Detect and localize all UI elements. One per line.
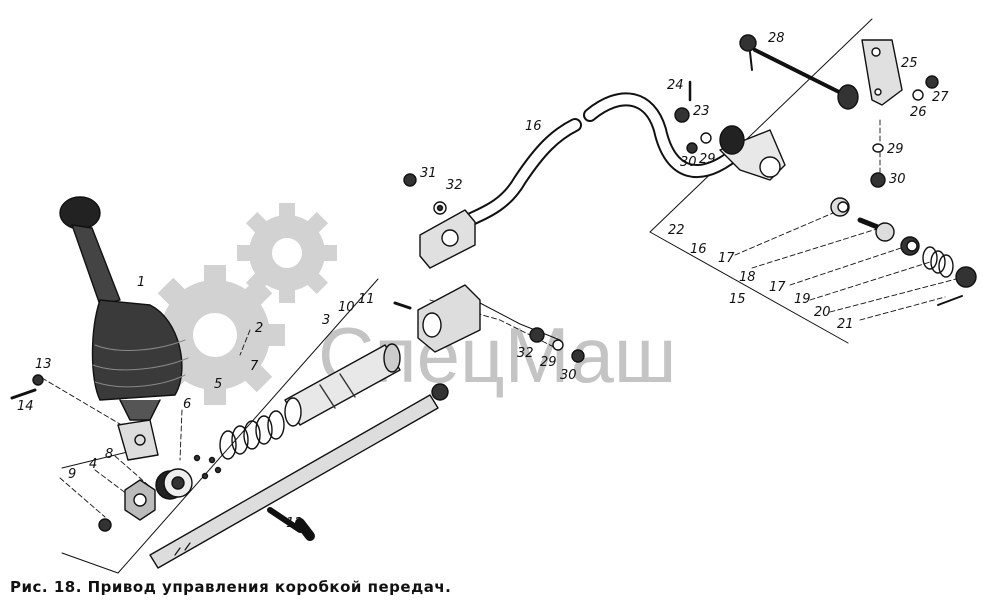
part-label: 30 (889, 172, 906, 187)
rod-4 (149, 383, 449, 569)
bracket-25 (861, 39, 939, 106)
part-label: 20 (814, 305, 831, 320)
part-label: 32 (517, 346, 534, 361)
fasteners-lower (529, 327, 585, 363)
part-label: 5 (214, 377, 222, 392)
gear-lever-boot (59, 196, 189, 461)
part-label: 11 (358, 292, 375, 307)
balls-5 (193, 454, 222, 480)
part-label: 28 (768, 31, 785, 46)
clamp-8 (124, 479, 156, 521)
rod-16 (419, 92, 747, 269)
fasteners-29-30-right (870, 143, 886, 188)
part-label: 3 (322, 313, 330, 328)
part-label: 21 (837, 317, 854, 332)
part-label: 12 (286, 516, 303, 531)
part-label: 15 (729, 292, 746, 307)
bolt-12 (267, 507, 315, 541)
fasteners-23-24 (674, 80, 712, 154)
lever-22 (719, 125, 786, 181)
part-label: 6 (183, 397, 191, 412)
part-label: 2 (255, 321, 263, 336)
tube-3 (284, 343, 401, 427)
part-label: 18 (739, 270, 756, 285)
support-10 (393, 284, 481, 353)
part-label: 30 (560, 368, 577, 383)
part-label: 14 (17, 399, 34, 414)
part-label: 24 (667, 78, 684, 93)
part-label: 17 (769, 280, 786, 295)
part-label: 29 (887, 142, 904, 157)
part-label: 10 (338, 300, 355, 315)
part-label: 30 (680, 155, 697, 170)
figure-caption: Рис. 18. Привод управления коробкой пере… (10, 578, 452, 596)
part-label: 19 (794, 292, 811, 307)
part-label: 8 (105, 447, 113, 462)
leader-lines (41, 119, 961, 518)
part-label: 1 (137, 275, 145, 290)
part-label: 22 (668, 223, 685, 238)
part-label: 26 (910, 105, 927, 120)
part-label: 29 (699, 152, 716, 167)
part-label: 7 (250, 359, 259, 374)
part-label: 17 (718, 251, 735, 266)
part-label: 25 (901, 56, 918, 71)
part-label: 23 (693, 104, 710, 119)
part-label: 4 (89, 457, 97, 472)
tie-rod-28 (739, 34, 859, 110)
part-label: 16 (690, 242, 707, 257)
fasteners-31-32 (403, 173, 447, 215)
part-label: 32 (446, 178, 463, 193)
part-labels: 1 2 3 4 5 6 7 8 9 10 11 12 13 14 15 16 1… (17, 31, 949, 531)
part-label: 16 (525, 119, 542, 134)
assembly-15 (830, 197, 977, 306)
bolt-14 (10, 374, 44, 400)
part-label: 27 (932, 90, 949, 105)
part-label: 29 (540, 355, 557, 370)
part-label: 31 (420, 166, 437, 181)
nut-9 (98, 518, 112, 532)
spring-7 (219, 410, 285, 460)
part-label: 9 (68, 467, 76, 482)
part-label: 13 (35, 357, 52, 372)
bushing-6 (155, 468, 193, 500)
